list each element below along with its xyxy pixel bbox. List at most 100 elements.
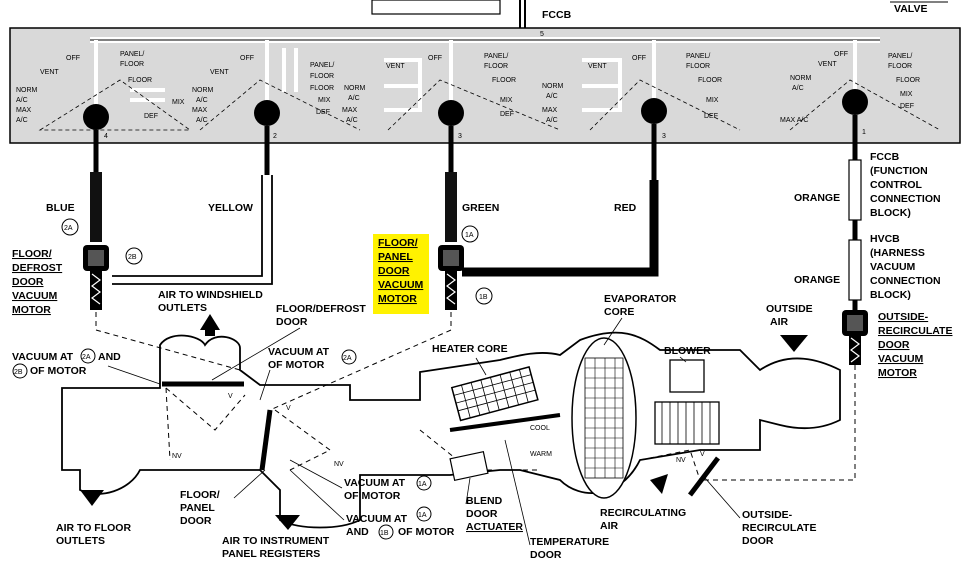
pos-ac-2: A/C [16, 117, 28, 124]
v-label-2: V [286, 405, 291, 412]
hvcb-line: CONNECTION [870, 275, 941, 287]
pos-floor: FLOOR [888, 63, 912, 70]
pos-def: DEF [900, 103, 914, 110]
vacuum-valve-label: VALVE [894, 3, 927, 15]
hvcb-label: HVCB (HARNESS VACUUM CONNECTION BLOCK) [870, 233, 941, 301]
duct-outline [61, 331, 841, 529]
pos-floor: FLOOR [686, 63, 710, 70]
selector-dash-lines [38, 79, 941, 131]
port-1a-inline: 1A [418, 481, 427, 488]
temperature-door [449, 413, 561, 432]
pos-norm: NORM [790, 75, 812, 82]
selector-tubing [94, 40, 857, 112]
pos-off: OFF [834, 51, 848, 58]
warm-label: WARM [530, 451, 552, 458]
motor-label-line: MOTOR [878, 367, 917, 379]
port-3: 3 [458, 133, 462, 140]
port-5-label: 5 [540, 31, 544, 38]
motor-label-line: VACUUM [878, 353, 924, 365]
pos-ac-2: A/C [546, 117, 558, 124]
hose-label-green: GREEN [462, 202, 499, 214]
floor-panel-door-label: FLOOR/ PANEL DOOR [180, 489, 220, 527]
blower [654, 359, 720, 445]
label-line: RECIRCULATE [742, 522, 816, 534]
air-duct [61, 331, 841, 529]
vacuum-1a-1b: VACUUM AT 1A AND 1B OF MOTOR [346, 506, 455, 540]
evaporator-label: CORE [604, 306, 634, 318]
vacuum-1a: VACUUM AT 1A OF MOTOR [344, 475, 432, 502]
hose-label-yellow: YELLOW [208, 202, 253, 214]
air-floor-label: AIR TO FLOOR OUTLETS [56, 522, 131, 547]
port-2a-circle [61, 218, 79, 236]
pos-norm-2: NORM [344, 85, 366, 92]
heater-core-label: HEATER CORE [432, 343, 508, 355]
selector-section-3b: OFF VENT PANEL/ FLOOR FLOOR MIX DEF 3 [588, 53, 722, 140]
valve-top-box [371, 0, 501, 15]
hose-blue [90, 172, 102, 242]
vacuum-at-2a: VACUUM AT OF MOTOR 2A [268, 346, 357, 371]
selector-knob-2 [254, 100, 280, 126]
outside-air-label: AIR [770, 316, 789, 328]
vacuum-text: VACUUM AT [268, 346, 330, 358]
port-1a-text: 1A [465, 232, 474, 239]
evaporator-label: EVAPORATOR [604, 293, 677, 305]
label-line: AIR TO INSTRUMENT [222, 535, 330, 547]
label-line: RECIRCULATING [600, 507, 686, 519]
hose-green [445, 172, 457, 242]
vacuum-text: OF MOTOR [398, 526, 455, 538]
pos-floor: FLOOR [484, 63, 508, 70]
fccb-line: CONTROL [870, 179, 922, 191]
motor-label-line: DOOR [878, 339, 910, 351]
pos-panel: PANEL/ [120, 51, 144, 58]
vacuum-text: VACUUM AT [346, 513, 408, 525]
leader-lines [107, 317, 741, 546]
temperature-door-label: TEMPERATURE DOOR [530, 536, 609, 561]
vacuum-text: VACUUM AT [344, 477, 406, 489]
vacuum-at-left: VACUUM AT 2A AND 2B OF MOTOR [12, 348, 121, 379]
pos-mix: MIX [172, 99, 185, 106]
label-line: DOOR [530, 549, 562, 561]
pos-floor: FLOOR [310, 73, 334, 80]
arrow-recirc [650, 474, 668, 494]
pos-off: OFF [428, 55, 442, 62]
label-line: OUTLETS [56, 535, 105, 547]
recirculating-air-label: RECIRCULATING AIR [600, 507, 686, 532]
pos-floor-2: FLOOR [310, 85, 334, 92]
fccb-line: FCCB [870, 151, 900, 163]
hvcb-line: BLOCK) [870, 289, 911, 301]
label-line: PANEL REGISTERS [222, 548, 320, 560]
cool-label: COOL [530, 425, 550, 432]
floor-panel-motor-label: FLOOR/ PANEL DOOR VACUUM MOTOR [373, 234, 429, 314]
motor-label-line: MOTOR [12, 304, 51, 316]
selector-knob-4 [83, 104, 109, 130]
blend-door-label: BLEND DOOR ACTUATER [466, 495, 523, 533]
port-circles [61, 218, 493, 305]
floor-panel-door [259, 409, 273, 471]
vacuum-text: OF MOTOR [30, 365, 87, 377]
air-panel-label: AIR TO INSTRUMENT PANEL REGISTERS [222, 535, 330, 560]
pos-ac: A/C [546, 93, 558, 100]
port-4: 4 [104, 133, 108, 140]
hose-yellow [112, 175, 273, 285]
pos-ac: A/C [16, 97, 28, 104]
label-line: TEMPERATURE [530, 536, 609, 548]
motor-label-line: VACUUM [378, 279, 424, 291]
port-1b-text: 1B [479, 294, 488, 301]
vacuum-hoses [90, 115, 862, 310]
pos-off: OFF [66, 55, 80, 62]
arrow-windshield [200, 314, 220, 330]
port-2b-inline: 2B [14, 369, 23, 376]
fccb-line: CONNECTION [870, 193, 941, 205]
pos-mix: MIX [900, 91, 913, 98]
pos-max: MAX [16, 107, 32, 114]
selector-section-3: OFF VENT PANEL/ FLOOR FLOOR MIX DEF NORM… [386, 53, 564, 140]
v-label: V [228, 393, 233, 400]
nv-label: NV [172, 453, 182, 460]
motor-floor-defrost [83, 245, 109, 310]
vacuum-text: AND [346, 526, 369, 538]
floor-defrost-door-label: DOOR [276, 316, 308, 328]
pos-def: DEF [144, 113, 158, 120]
pos-off: OFF [632, 55, 646, 62]
